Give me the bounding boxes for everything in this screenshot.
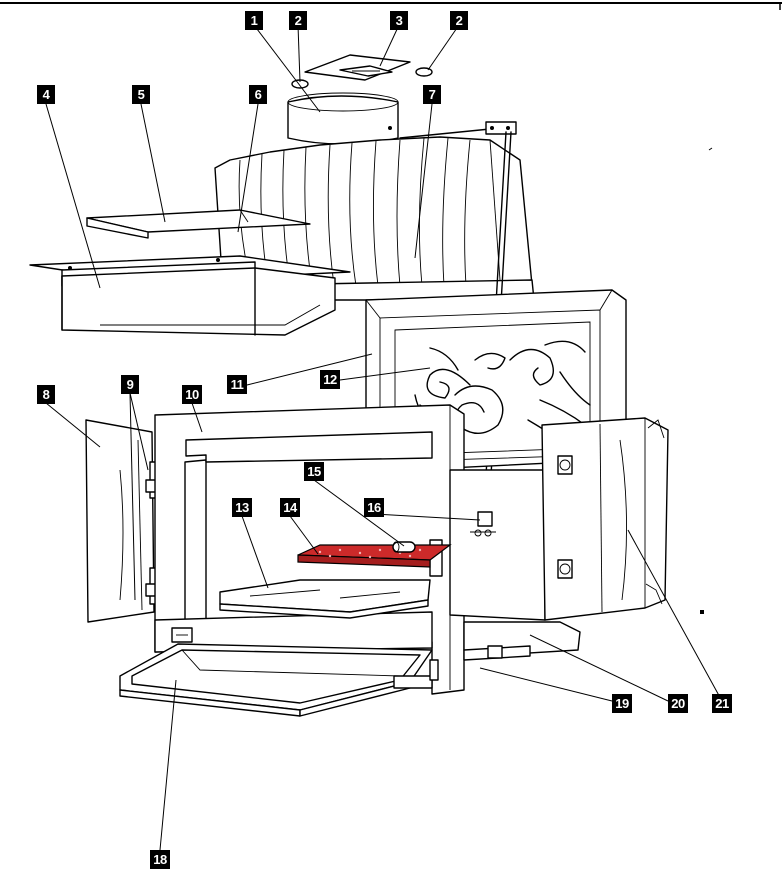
part-16-rod-clip bbox=[470, 511, 496, 537]
callout-4: 4 bbox=[37, 85, 55, 104]
callout-2-right: 2 bbox=[450, 11, 468, 30]
part-5-shelf bbox=[86, 209, 311, 239]
callout-10: 10 bbox=[182, 385, 202, 404]
callout-1: 1 bbox=[245, 11, 263, 30]
callout-9: 9 bbox=[121, 375, 139, 394]
part-19-slide-rail bbox=[463, 645, 531, 661]
callout-13: 13 bbox=[232, 498, 252, 517]
callout-6: 6 bbox=[249, 85, 267, 104]
callout-12: 12 bbox=[320, 370, 340, 389]
callout-8: 8 bbox=[37, 385, 55, 404]
callout-5: 5 bbox=[132, 85, 150, 104]
callout-18: 18 bbox=[150, 850, 170, 869]
part-4-top-housing bbox=[29, 255, 351, 336]
part-8-left-door bbox=[85, 419, 155, 623]
callout-21: 21 bbox=[712, 694, 732, 713]
callout-7: 7 bbox=[423, 85, 441, 104]
callout-3: 3 bbox=[390, 11, 408, 30]
callout-20: 20 bbox=[668, 694, 688, 713]
part-1-flue-collar bbox=[287, 92, 399, 145]
part-18-ash-pan bbox=[119, 643, 439, 717]
callout-16: 16 bbox=[364, 498, 384, 517]
leader-lines bbox=[45, 24, 723, 851]
callout-2-left: 2 bbox=[289, 11, 307, 30]
callout-11: 11 bbox=[227, 375, 247, 394]
part-15-cylinder-pin bbox=[392, 541, 416, 553]
part-3-cover-plate bbox=[304, 54, 411, 81]
callout-14: 14 bbox=[280, 498, 300, 517]
callout-15: 15 bbox=[304, 462, 324, 481]
callout-19: 19 bbox=[612, 694, 632, 713]
part-13-base-plate bbox=[219, 579, 431, 619]
part-21-right-door bbox=[541, 417, 669, 621]
